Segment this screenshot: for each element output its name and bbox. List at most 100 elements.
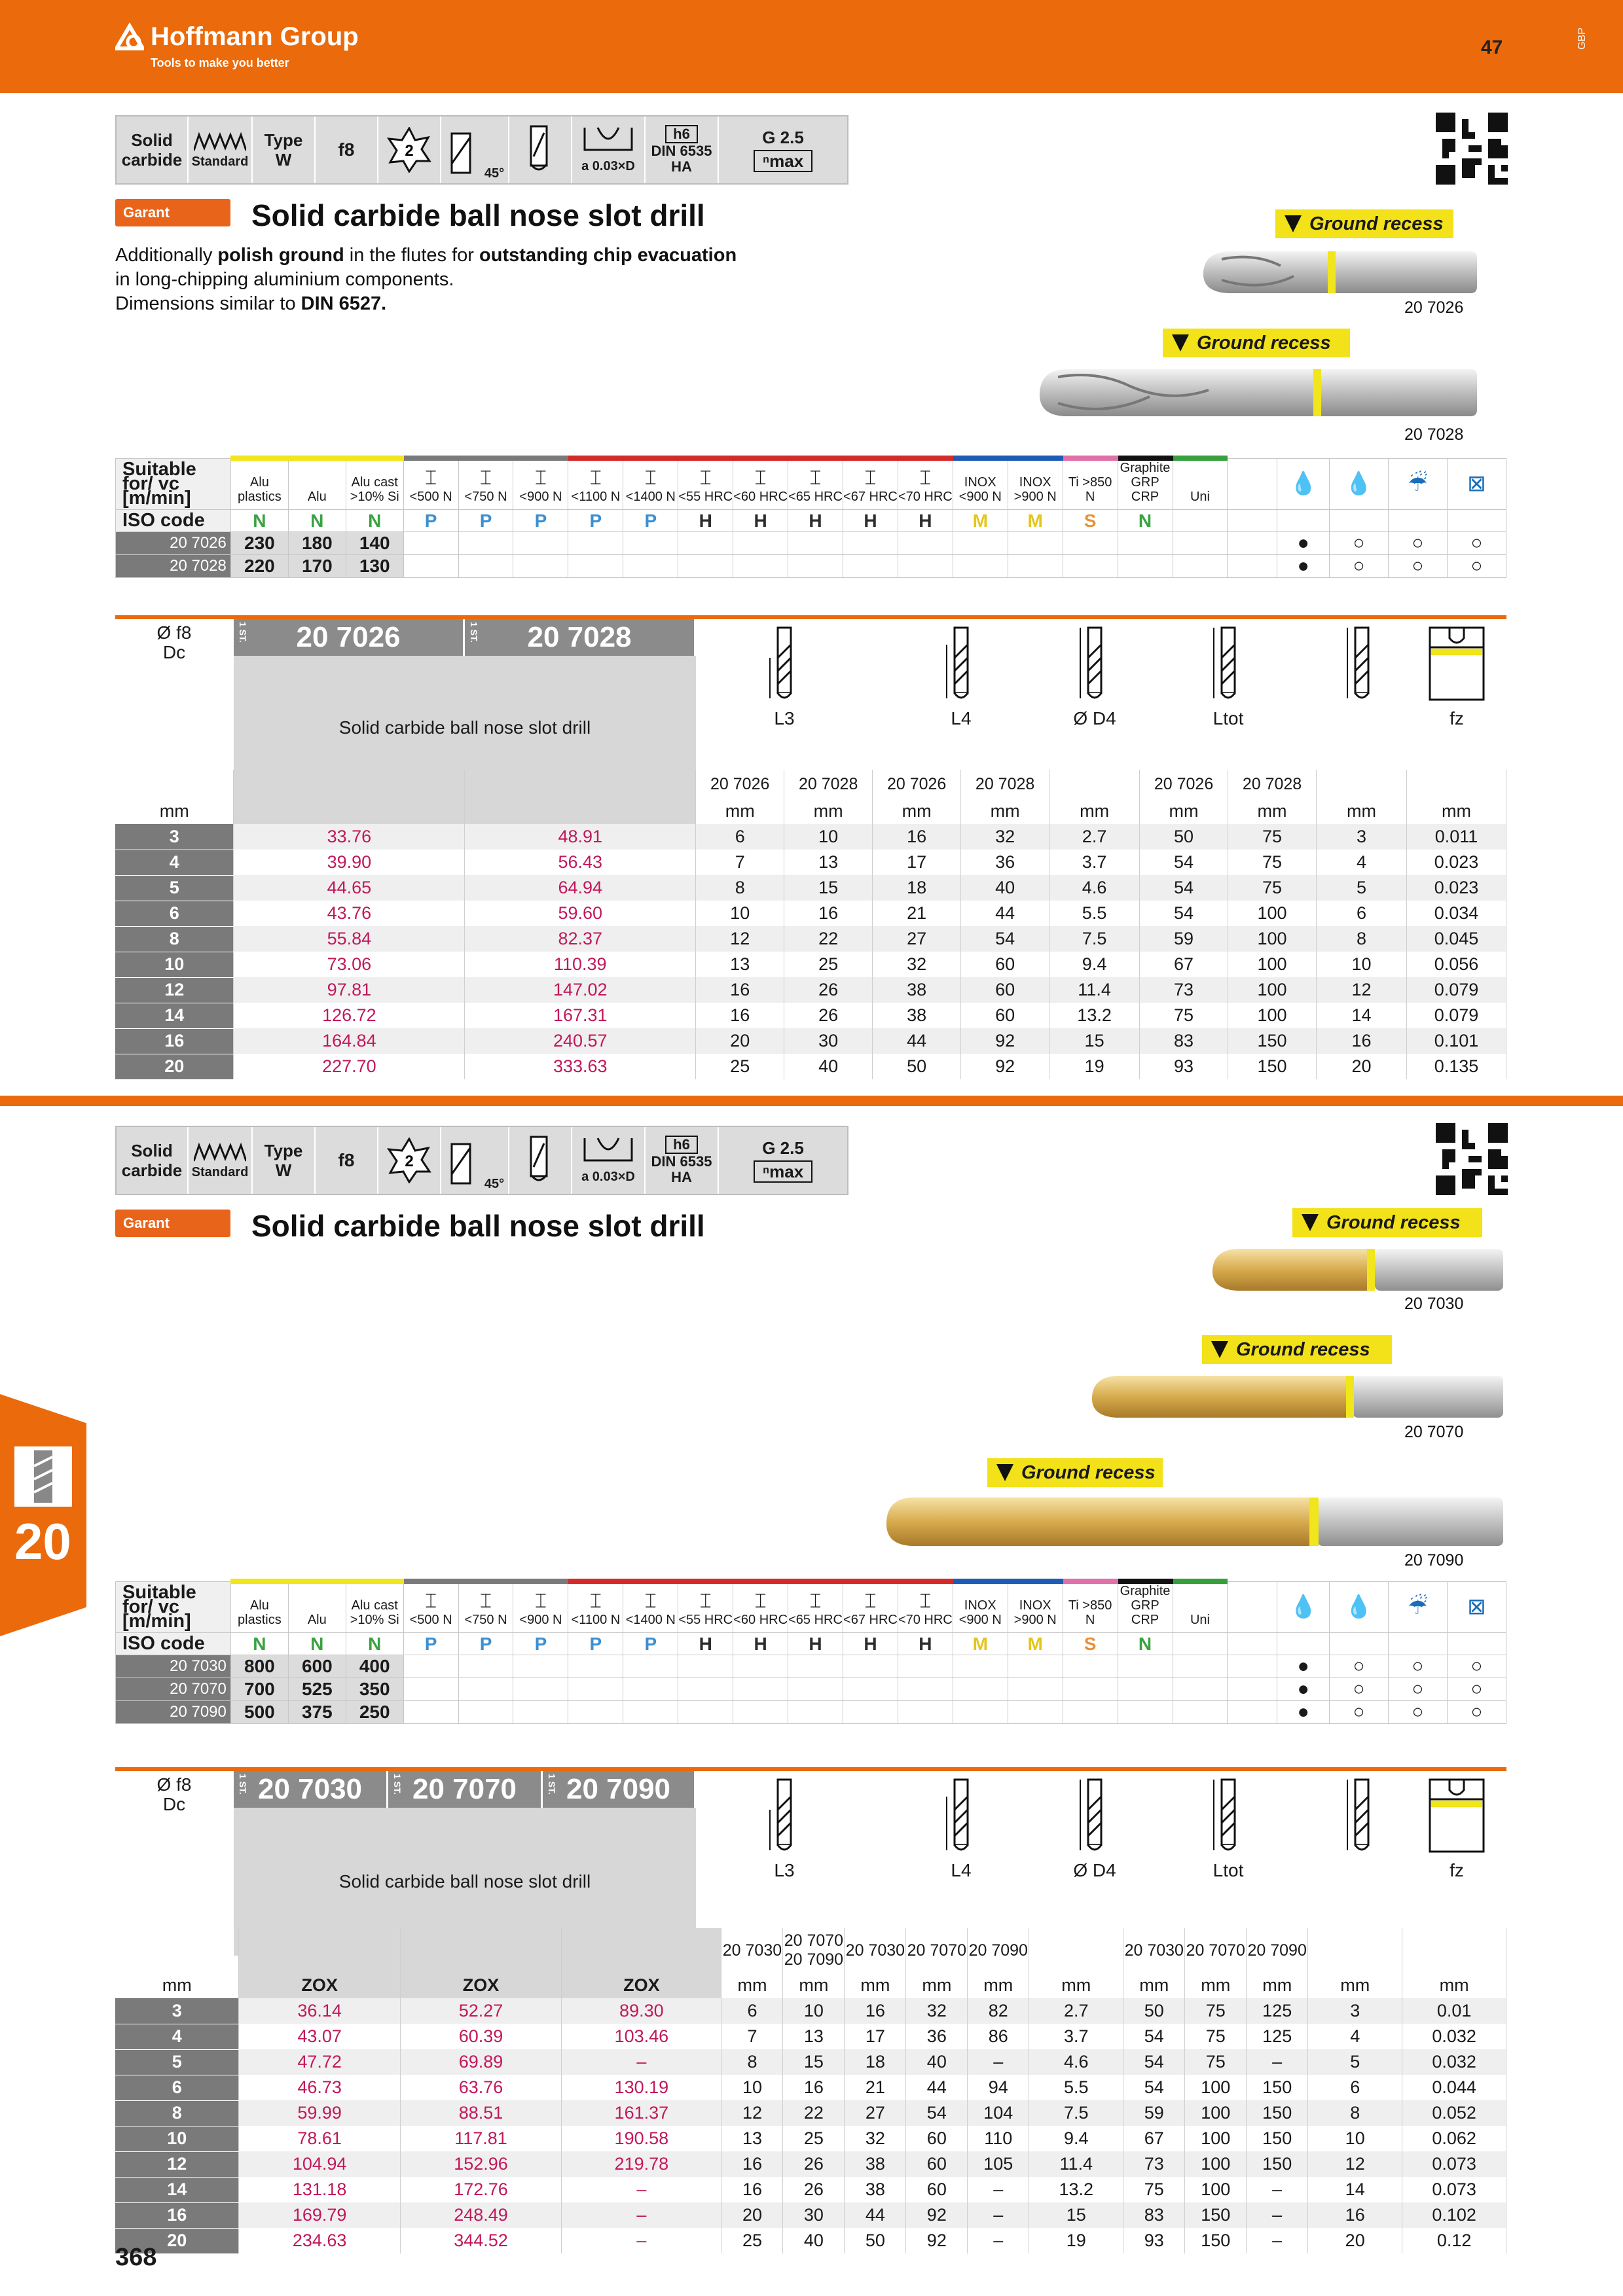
material-col-label: INOX <900 N [958, 1598, 1002, 1627]
price-value[interactable]: 167.31 [464, 1003, 697, 1028]
dim-value: 100 [1228, 926, 1317, 952]
price-value[interactable]: 46.73 [238, 2075, 401, 2100]
unit-label: mm [1406, 798, 1507, 824]
spacer [1227, 554, 1278, 578]
vc-value [458, 554, 514, 578]
price-value[interactable]: 82.37 [464, 926, 697, 952]
dim-value: 40 [960, 875, 1050, 901]
dim-value: 38 [844, 2151, 907, 2177]
vc-value [897, 1677, 953, 1701]
diameter-value: 14 [115, 1003, 234, 1029]
image-art-no: 20 7090 [1404, 1551, 1464, 1570]
price-value[interactable]: 47.72 [238, 2049, 401, 2075]
price-value[interactable]: 227.70 [233, 1054, 465, 1079]
price-value[interactable]: 104.94 [238, 2151, 401, 2177]
dim-value: 75 [1228, 824, 1317, 850]
price-value[interactable]: – [561, 2177, 722, 2202]
price-value[interactable]: 43.76 [233, 901, 465, 926]
price-value[interactable]: – [561, 2202, 722, 2228]
material-col-header: Ti >850 N [1062, 1579, 1118, 1633]
material-col-label: Ti >850 N [1068, 1598, 1112, 1627]
price-value[interactable]: 147.02 [464, 977, 697, 1003]
price-value[interactable]: 39.90 [233, 850, 465, 875]
dim-value: 104 [967, 2100, 1030, 2126]
dim-value: 3 [1307, 1998, 1403, 2024]
price-value[interactable]: 52.27 [400, 1998, 562, 2024]
price-value[interactable]: 344.52 [400, 2228, 562, 2253]
price-value[interactable]: 88.51 [400, 2100, 562, 2126]
price-value[interactable]: 89.30 [561, 1998, 722, 2024]
material-col-header: ⌶<67 HRC [842, 1579, 898, 1633]
price-value[interactable]: 234.63 [238, 2228, 401, 2253]
empty-cell [1227, 1632, 1278, 1655]
dim-value: 16 [695, 977, 785, 1003]
dim-value: 54 [905, 2100, 968, 2126]
price-value[interactable]: 59.99 [238, 2100, 401, 2126]
price-value[interactable]: 110.39 [464, 952, 697, 977]
vc-value [733, 1677, 789, 1701]
price-value[interactable]: 164.84 [233, 1028, 465, 1054]
price-value[interactable]: 78.61 [238, 2126, 401, 2151]
vc-value [733, 531, 789, 555]
material-col-label: Alu [307, 1613, 327, 1627]
price-value[interactable]: 73.06 [233, 952, 465, 977]
price-value[interactable]: 48.91 [464, 824, 697, 850]
dim-value: 50 [872, 1054, 962, 1079]
price-value[interactable]: 126.72 [233, 1003, 465, 1028]
price-value[interactable]: 117.81 [400, 2126, 562, 2151]
chapter-tab[interactable] [0, 1394, 86, 1636]
price-value[interactable]: 59.60 [464, 901, 697, 926]
price-value[interactable]: 161.37 [561, 2100, 722, 2126]
price-value[interactable]: 63.76 [400, 2075, 562, 2100]
price-value[interactable]: 248.49 [400, 2202, 562, 2228]
price-value[interactable]: 55.84 [233, 926, 465, 952]
price-value[interactable]: 64.94 [464, 875, 697, 901]
diameter-value: 5 [115, 875, 234, 901]
qr-code-icon[interactable] [1436, 113, 1508, 185]
price-value[interactable]: 130.19 [561, 2075, 722, 2100]
type-label: Type [264, 130, 303, 150]
dim-value: 19 [1029, 2228, 1124, 2253]
price-value[interactable]: – [561, 2228, 722, 2253]
dim-value: 9.4 [1049, 952, 1140, 977]
dim-value: 0.079 [1406, 1003, 1507, 1028]
vc-value: 500 [230, 1700, 289, 1724]
price-value[interactable]: 152.96 [400, 2151, 562, 2177]
price-value[interactable]: 131.18 [238, 2177, 401, 2202]
dim-value: 44 [844, 2202, 907, 2228]
qr-code-icon[interactable] [1436, 1123, 1508, 1195]
price-value[interactable]: 36.14 [238, 1998, 401, 2024]
price-value[interactable]: 44.65 [233, 875, 465, 901]
dim-value: 75 [1228, 875, 1317, 901]
dim-value: – [967, 2228, 1030, 2253]
price-value[interactable]: 43.07 [238, 2024, 401, 2049]
dim-value: 16 [1316, 1028, 1407, 1054]
empty-cell [115, 770, 234, 798]
price-value[interactable]: 56.43 [464, 850, 697, 875]
dim-value: 0.011 [1406, 824, 1507, 850]
steel-profile-icon: ⌶ [919, 1590, 932, 1612]
price-value[interactable]: 333.63 [464, 1054, 697, 1079]
price-value[interactable]: 169.79 [238, 2202, 401, 2228]
dim-value: 38 [872, 1003, 962, 1028]
price-value[interactable]: 103.46 [561, 2024, 722, 2049]
price-value[interactable]: 97.81 [233, 977, 465, 1003]
dim-value: 27 [872, 926, 962, 952]
price-value[interactable]: 240.57 [464, 1028, 697, 1054]
price-value[interactable]: 69.89 [400, 2049, 562, 2075]
price-value[interactable]: 219.78 [561, 2151, 722, 2177]
price-value[interactable]: 190.58 [561, 2126, 722, 2151]
ground-recess-tag: Ground recess [1202, 1335, 1392, 1364]
material-col-header: ⌶<70 HRC [897, 456, 953, 510]
price-value[interactable]: 172.76 [400, 2177, 562, 2202]
dim-value: 82 [967, 1998, 1030, 2024]
price-value[interactable]: 33.76 [233, 824, 465, 850]
price-value[interactable]: 60.39 [400, 2024, 562, 2049]
price-value[interactable]: – [561, 2049, 722, 2075]
